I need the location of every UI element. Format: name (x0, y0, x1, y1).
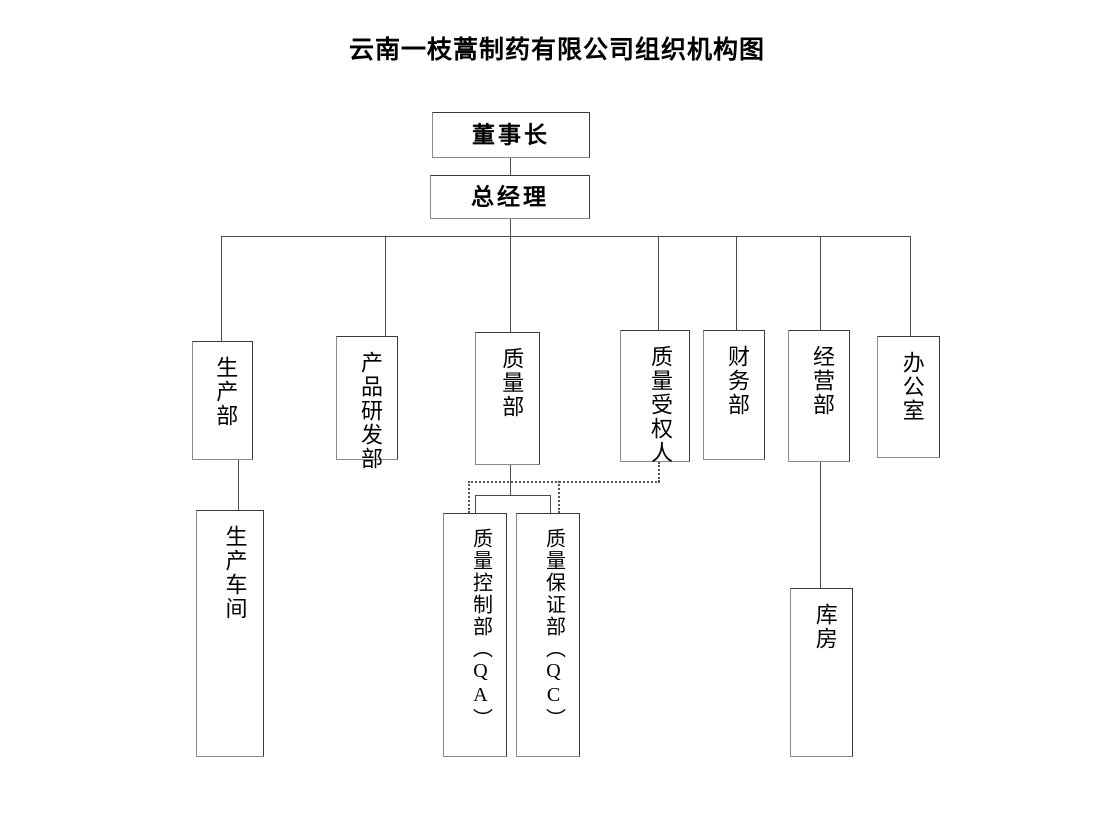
node-quality-department[interactable]: 质量部 (475, 332, 540, 465)
node-business-department-label: 经营部 (810, 345, 835, 417)
node-production-department-label: 生产部 (213, 356, 239, 428)
node-quality-department-label: 质量部 (499, 347, 525, 419)
edge-main-bus (221, 236, 911, 237)
node-chairman-label: 董事长 (472, 122, 550, 148)
edge-qp-qa-dotted (468, 481, 470, 513)
edge-bus-finance (736, 236, 737, 330)
node-quality-assurance-qc[interactable]: 质量保证部（QC） (516, 513, 580, 757)
node-production-workshop[interactable]: 生产车间 (196, 510, 264, 757)
node-office[interactable]: 办公室 (877, 336, 940, 458)
edge-bus-rd (385, 236, 386, 336)
edge-production-workshop (238, 460, 239, 510)
node-rd-department-label: 产品研发部 (358, 351, 383, 471)
node-finance-department[interactable]: 财务部 (703, 330, 765, 460)
edge-qp-bus-dotted (468, 481, 660, 483)
node-quality-authorized-person[interactable]: 质量受权人 (620, 330, 690, 465)
edge-business-warehouse (820, 462, 821, 588)
node-warehouse-label: 库房 (812, 603, 838, 651)
edge-quality-drop (510, 465, 511, 495)
edge-chairman-gm (510, 158, 511, 176)
edge-bus-qp (658, 236, 659, 330)
node-office-label: 办公室 (899, 351, 925, 423)
edge-bus-production (221, 236, 222, 341)
node-quality-control-qa[interactable]: 质量控制部（QA） (443, 513, 507, 757)
node-production-workshop-label: 生产车间 (222, 525, 248, 621)
edge-bus-quality (510, 236, 511, 332)
edge-qp-qc-dotted (558, 481, 560, 513)
node-warehouse[interactable]: 库房 (790, 588, 853, 757)
edge-quality-qc (550, 495, 551, 513)
node-general-manager[interactable]: 总经理 (430, 175, 590, 219)
node-rd-department[interactable]: 产品研发部 (336, 336, 398, 471)
node-quality-authorized-person-label: 质量受权人 (648, 345, 673, 465)
node-quality-control-qa-label: 质量控制部（QA） (469, 528, 492, 730)
edge-quality-bus (475, 495, 551, 496)
node-business-department[interactable]: 经营部 (788, 330, 850, 462)
node-chairman[interactable]: 董事长 (432, 112, 590, 158)
node-general-manager-label: 总经理 (471, 184, 549, 210)
node-production-department[interactable]: 生产部 (192, 341, 253, 460)
edge-quality-qa (475, 495, 476, 513)
node-quality-assurance-qc-label: 质量保证部（QC） (542, 528, 565, 730)
edge-gm-drop (510, 219, 511, 236)
edge-bus-office (910, 236, 911, 336)
edge-qp-drop-dotted (658, 462, 660, 482)
page-title: 云南一枝蒿制药有限公司组织机构图 (348, 37, 765, 64)
edge-bus-business (820, 236, 821, 330)
node-finance-department-label: 财务部 (725, 345, 750, 417)
